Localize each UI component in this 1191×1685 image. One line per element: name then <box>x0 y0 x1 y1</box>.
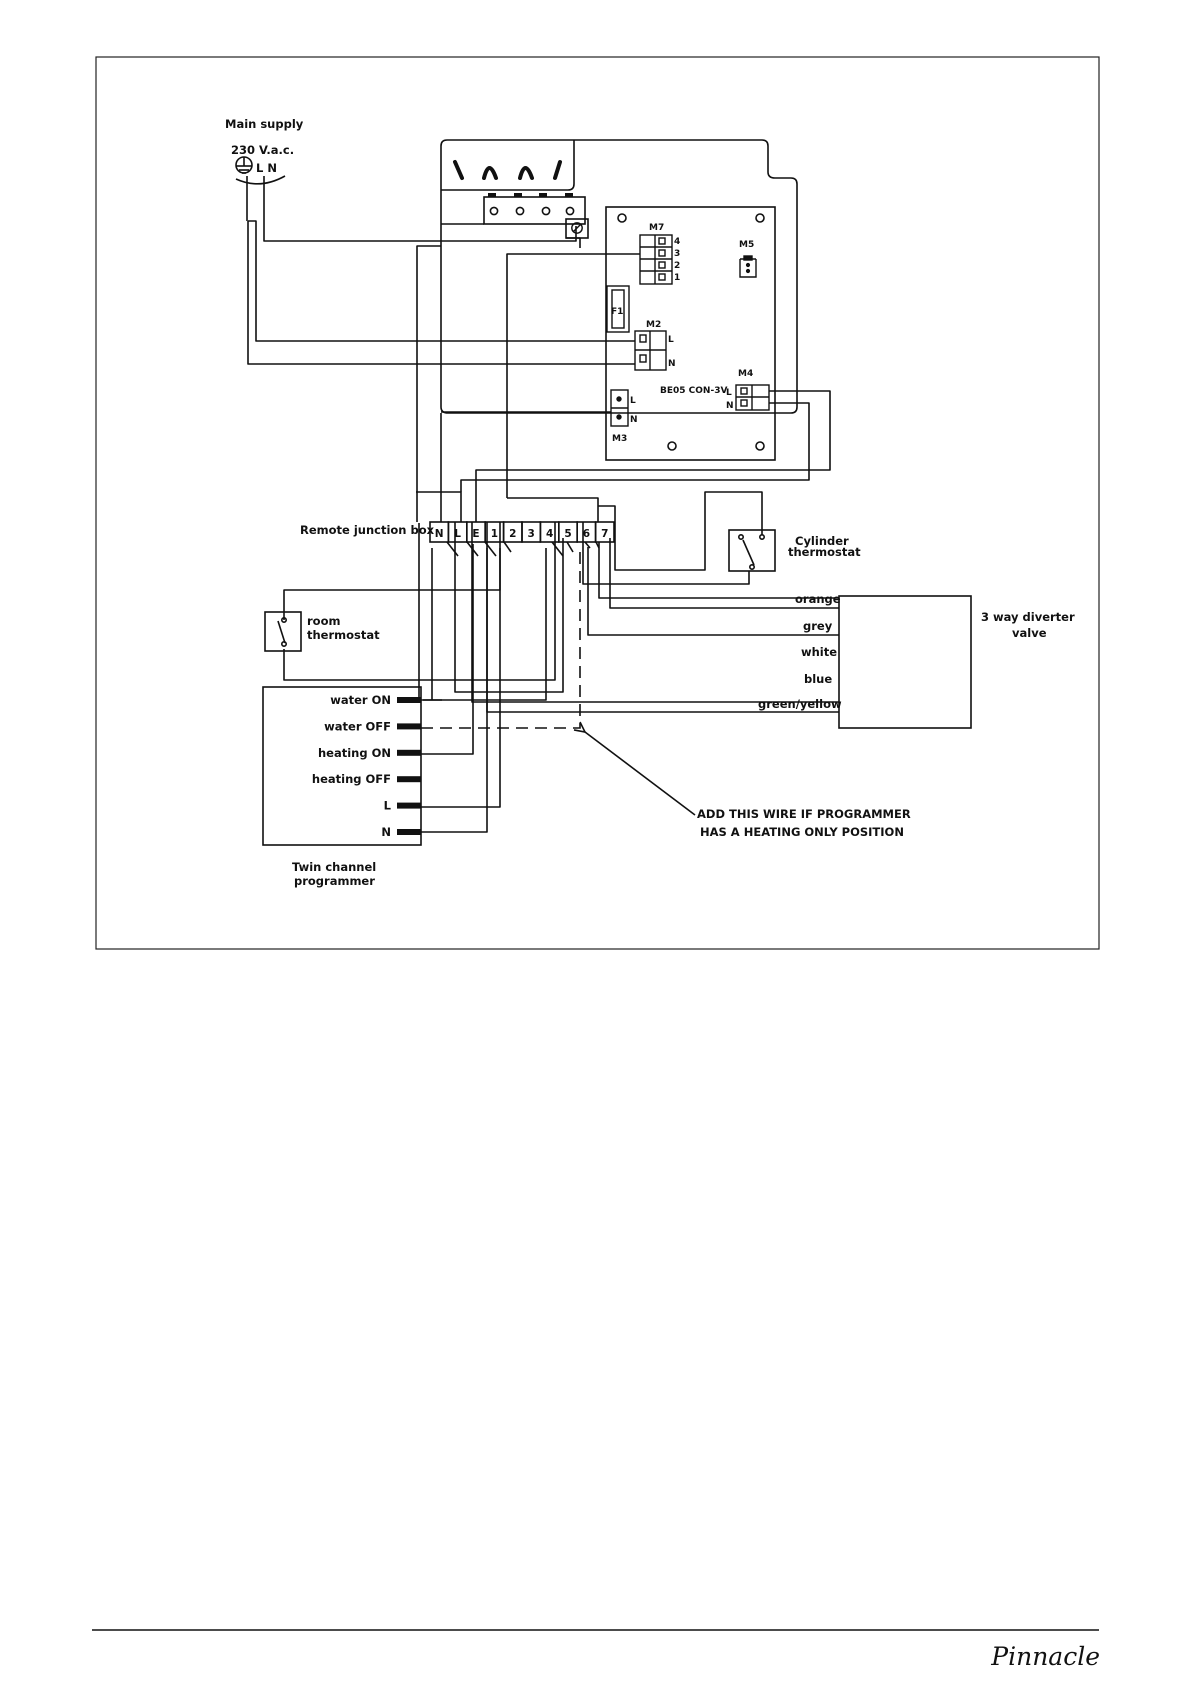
m7-pin-1: 1 <box>674 273 680 283</box>
wiring <box>246 176 839 833</box>
fuse-f1 <box>606 285 630 333</box>
programmer-terminal-bar <box>397 776 421 783</box>
m7-pin-2: 2 <box>674 261 680 271</box>
programmer-caption-1: Twin channel <box>292 860 376 874</box>
room-thermostat <box>264 611 302 652</box>
m3-pin-n: N <box>630 415 638 425</box>
note-line-1: ADD THIS WIRE IF PROGRAMMER <box>697 807 911 821</box>
programmer-terminal-label: heating ON <box>318 746 391 760</box>
diverter-valve-label-2: valve <box>1012 626 1047 640</box>
programmer-terminal-bar <box>397 697 421 703</box>
junction-terminal-label: 1 <box>491 528 498 540</box>
junction-terminal-label: 3 <box>528 528 535 540</box>
diverter-valve-label-1: 3 way diverter <box>981 610 1075 624</box>
connector-m5 <box>739 255 757 278</box>
connector-m3-label: M3 <box>612 434 627 444</box>
m4-pin-l: L <box>726 388 732 398</box>
programmer-box <box>262 686 422 846</box>
m7-pin-4: 4 <box>674 237 680 247</box>
m2-pin-l: L <box>668 335 674 345</box>
wire-label-white: white <box>801 645 837 659</box>
programmer-terminal-bar <box>397 723 421 730</box>
m2-pin-n: N <box>668 359 676 369</box>
fuse-f1-label: F1 <box>611 307 623 317</box>
connector-m4 <box>735 384 770 411</box>
wire-label-grey: grey <box>803 619 833 633</box>
cylinder-thermostat <box>728 529 776 572</box>
programmer-terminal-bar <box>397 802 421 809</box>
earth-symbol-icon <box>235 156 253 174</box>
connector-m5-label: M5 <box>739 240 754 250</box>
diverter-valve-box <box>838 595 972 729</box>
pcb-board <box>605 206 776 461</box>
note-arrow <box>585 732 696 816</box>
m3-pin-l: L <box>630 396 636 406</box>
programmer-terminal-label: L <box>384 799 392 813</box>
programmer-terminal-bar <box>397 829 421 835</box>
connector-m4-label: M4 <box>738 369 753 379</box>
programmer-caption-2: programmer <box>294 874 375 888</box>
mains-terminals-label: L N <box>256 161 277 175</box>
room-thermostat-label-2: thermostat <box>307 628 380 642</box>
junction-terminal-label: 6 <box>583 528 590 540</box>
mains-voltage-label: 230 V.a.c. <box>231 143 294 157</box>
junction-terminal-label: L <box>454 528 461 540</box>
cylinder-thermostat-label-2: thermostat <box>788 545 861 559</box>
mains-supply-title: Main supply <box>225 117 304 131</box>
junction-terminal-label: E <box>472 528 479 540</box>
mains-cable-sheath <box>235 175 286 185</box>
pinnacle-logo: Pinnacle <box>990 1642 1100 1671</box>
connector-m2-label: M2 <box>646 320 661 330</box>
junction-terminal-label: 2 <box>509 528 516 540</box>
programmer-terminal-label: water ON <box>330 693 391 707</box>
programmer-terminal-label: N <box>381 825 391 839</box>
connector-m2 <box>634 330 667 371</box>
wire-label-blue: blue <box>804 672 832 686</box>
cylinder-thermostat-label-1: Cylinder <box>795 534 849 548</box>
junction-terminal-label: 7 <box>601 528 608 540</box>
m7-pin-3: 3 <box>674 249 680 259</box>
fan-blades-icon <box>453 160 562 180</box>
connector-m3 <box>610 389 629 427</box>
junction-terminal-label: N <box>435 528 444 540</box>
junction-terminal-cell <box>594 521 615 543</box>
diagram-frame <box>95 56 1100 950</box>
programmer-terminal-label: heating OFF <box>312 772 391 786</box>
programmer-terminals: water ON water OFF heating ON heating OFF LN <box>312 693 421 839</box>
connector-m7-label: M7 <box>649 223 664 233</box>
mains-terminal-block <box>483 193 589 239</box>
wire-label-green-yellow: green/yellow <box>758 697 842 711</box>
programmer-terminal-bar <box>397 749 421 756</box>
note-line-2: HAS A HEATING ONLY POSITION <box>700 825 904 839</box>
programmer-terminal-label: water OFF <box>324 719 391 733</box>
m4-pin-n: N <box>726 401 734 411</box>
room-thermostat-label-1: room <box>307 614 340 628</box>
wire-label-orange: orange <box>795 592 841 606</box>
junction-terminal-label: 5 <box>564 528 571 540</box>
connector-m7 <box>639 234 673 285</box>
pcb-model-label: BE05 CON-3V <box>660 386 727 396</box>
junction-box-label: Remote junction box <box>300 523 435 537</box>
junction-terminal-label: 4 <box>546 528 553 540</box>
boiler-housing <box>440 139 798 414</box>
